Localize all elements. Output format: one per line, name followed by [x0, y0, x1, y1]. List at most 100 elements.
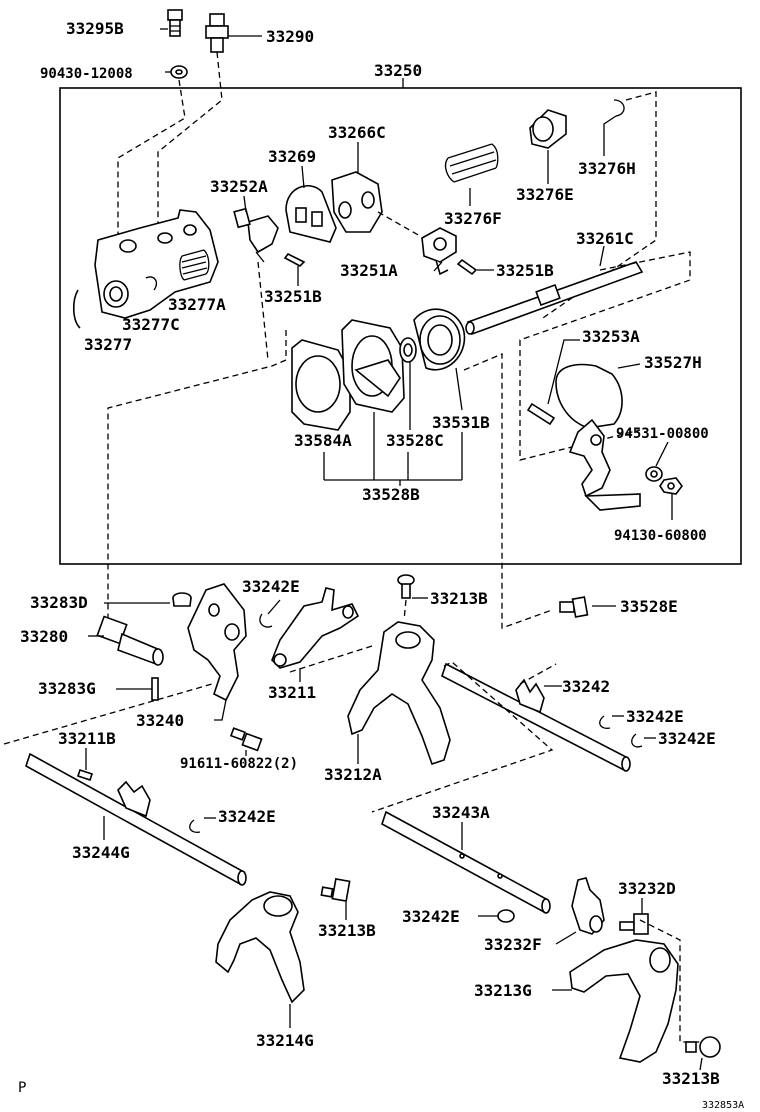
label-33250: 33250 [374, 61, 422, 80]
label-33213B-a: 33213B [430, 589, 488, 608]
bracket-33240[interactable] [187, 583, 247, 702]
label-33528C: 33528C [386, 431, 444, 450]
assembly-box-33250 [59, 87, 742, 565]
bolt-33213B-top[interactable] [397, 574, 415, 599]
label-33283G: 33283G [38, 679, 96, 698]
label-33212A: 33212A [324, 765, 382, 784]
label-33251B-left: 33251B [264, 287, 322, 306]
label-33261C: 33261C [576, 229, 634, 248]
bolt-33213B-mid[interactable] [320, 878, 351, 902]
shaft-33243A[interactable] [381, 810, 551, 914]
label-33528B: 33528B [362, 485, 420, 504]
corner-mark-left: P [18, 1080, 26, 1096]
clip-33242E-top[interactable] [259, 613, 273, 628]
spring-33277A[interactable] [179, 249, 210, 281]
label-33211B: 33211B [58, 729, 116, 748]
pin-33253A[interactable] [526, 402, 556, 426]
ring-33277C[interactable] [145, 276, 158, 291]
plug-33277[interactable] [103, 280, 129, 308]
label-33266C: 33266C [328, 123, 386, 142]
plug-33295B[interactable] [167, 9, 183, 37]
label-33242E-b: 33242E [626, 707, 684, 726]
spring-33276F[interactable] [444, 143, 499, 183]
shaft-33242[interactable] [441, 662, 631, 772]
label-33244G: 33244G [72, 843, 130, 862]
knob-33527H[interactable] [555, 363, 623, 429]
label-33277A: 33277A [168, 295, 226, 314]
label-33280: 33280 [20, 627, 68, 646]
collar-33276E[interactable] [529, 109, 567, 149]
label-33251B-right: 33251B [496, 261, 554, 280]
cap-33283D[interactable] [172, 592, 192, 607]
drawing-number: 332853A [702, 1100, 744, 1111]
washer-90430[interactable] [170, 65, 188, 79]
label-33232D: 33232D [618, 879, 676, 898]
label-33269: 33269 [268, 147, 316, 166]
clip-33242E-c[interactable] [631, 733, 643, 748]
clip-33242E-e[interactable] [497, 909, 515, 923]
fork-33212A[interactable] [347, 621, 451, 766]
lever-arm[interactable] [568, 418, 641, 511]
label-33213B-c: 33213B [662, 1069, 720, 1088]
label-91611-60822: 91611-60822(2) [180, 756, 298, 772]
shaft-33244G[interactable] [25, 752, 247, 886]
seal-33531B[interactable] [413, 308, 466, 371]
pin-33251B-left[interactable] [283, 252, 306, 267]
label-90430-12008: 90430-12008 [40, 66, 133, 82]
bolt-91611[interactable] [229, 727, 263, 752]
bracket-33252A[interactable] [233, 207, 279, 263]
label-33242E-c: 33242E [658, 729, 716, 748]
label-33213G: 33213G [474, 981, 532, 1000]
label-33277C: 33277C [122, 315, 180, 334]
fork-33214G[interactable] [215, 891, 305, 1004]
lever-33232F[interactable] [571, 877, 605, 935]
pin-33283G[interactable] [151, 677, 159, 701]
label-33251A: 33251A [340, 261, 398, 280]
nut-94130[interactable] [659, 477, 683, 495]
label-33242: 33242 [562, 677, 610, 696]
label-33527H: 33527H [644, 353, 702, 372]
label-33253A: 33253A [582, 327, 640, 346]
label-33277: 33277 [84, 335, 132, 354]
ring-33528C[interactable] [399, 337, 417, 363]
label-33290: 33290 [266, 27, 314, 46]
label-33295B: 33295B [66, 19, 124, 38]
label-33243A: 33243A [432, 803, 490, 822]
label-33240: 33240 [136, 711, 184, 730]
label-33276F: 33276F [444, 209, 502, 228]
bolt-33232D[interactable] [619, 913, 649, 935]
label-33232F: 33232F [484, 935, 542, 954]
cover-33528B[interactable] [341, 319, 405, 413]
washer-94531[interactable] [645, 466, 663, 482]
label-33213B-b: 33213B [318, 921, 376, 940]
plug-33290[interactable] [205, 13, 229, 53]
label-33252A: 33252A [210, 177, 268, 196]
lever-33266C[interactable] [331, 171, 383, 233]
pin-33251B-right[interactable] [456, 258, 478, 276]
sensor-33280[interactable] [96, 615, 164, 666]
plate-33269[interactable] [285, 184, 337, 243]
label-33211: 33211 [268, 683, 316, 702]
label-33276H: 33276H [578, 159, 636, 178]
lever-33211[interactable] [271, 587, 360, 669]
label-94531-00800: 94531-00800 [616, 426, 709, 442]
label-33242E-d: 33242E [218, 807, 276, 826]
label-33584A: 33584A [294, 431, 352, 450]
clip-33242E-b[interactable] [599, 715, 611, 729]
label-33242E-a: 33242E [242, 577, 300, 596]
label-33214G: 33214G [256, 1031, 314, 1050]
label-33276E: 33276E [516, 185, 574, 204]
label-33531B: 33531B [432, 413, 490, 432]
shaft-33261C[interactable] [465, 261, 644, 336]
label-94130-60800: 94130-60800 [614, 528, 707, 544]
fork-33213G[interactable] [569, 939, 679, 1063]
label-33283D: 33283D [30, 593, 88, 612]
bolt-33213B-bottom[interactable] [685, 1036, 721, 1058]
shift-head-33251A[interactable] [421, 227, 457, 276]
clip-33276H[interactable] [613, 99, 625, 117]
label-33242E-e: 33242E [402, 907, 460, 926]
gasket-33584A[interactable] [291, 339, 351, 431]
bolt-33528E[interactable] [559, 596, 589, 618]
clip-33242E-d[interactable] [189, 819, 201, 833]
label-33528E: 33528E [620, 597, 678, 616]
